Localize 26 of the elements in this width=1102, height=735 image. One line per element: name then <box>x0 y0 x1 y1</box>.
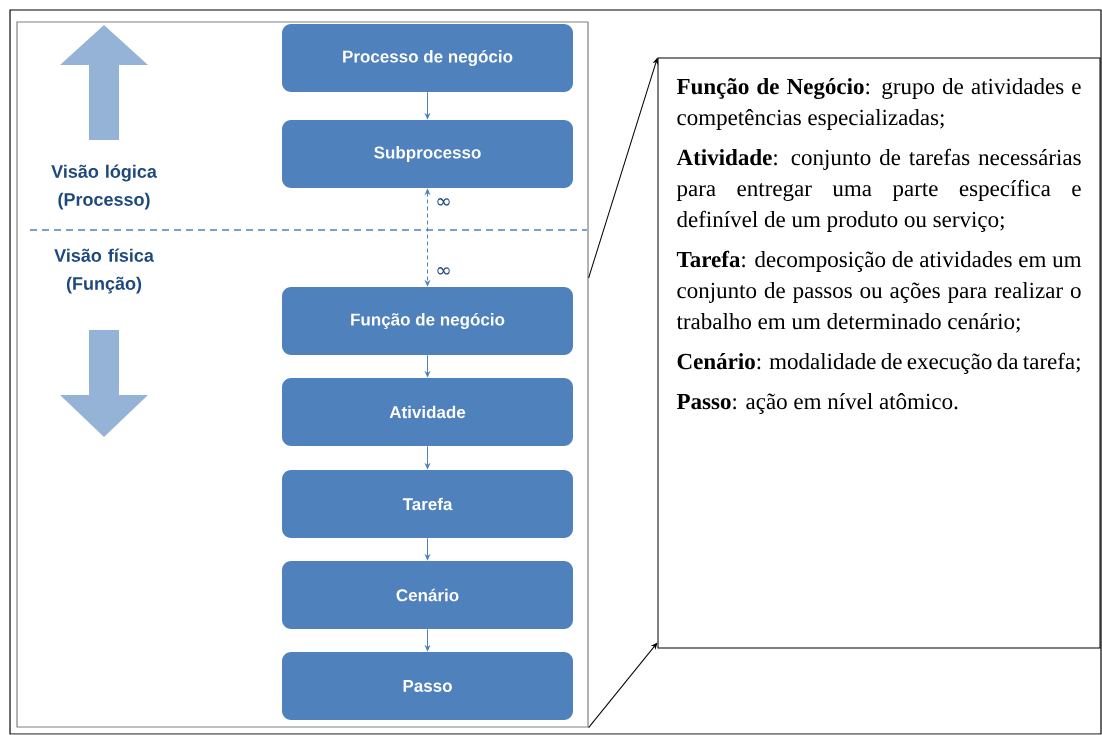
view-label: Visão física (Função) <box>54 248 154 294</box>
process-box: Função de negócio <box>282 287 573 355</box>
view-label: Visão lógica (Processo) <box>51 164 157 210</box>
process-box: Atividade <box>282 378 573 446</box>
arrow <box>425 354 430 377</box>
arrow <box>425 91 430 119</box>
arrow <box>588 642 658 729</box>
definition-text: Função de Negócio: grupo de atividades e competências especializadas; <box>676 78 1081 130</box>
arrow <box>425 628 430 651</box>
arrow <box>425 537 430 560</box>
arrow <box>425 445 430 469</box>
process-box: Passo <box>282 652 573 720</box>
definition-box <box>657 57 1101 649</box>
process-box: Cenário <box>282 561 573 629</box>
definition-text: Passo: ação em nível atômico. <box>676 393 958 414</box>
arrow <box>588 58 659 279</box>
definition-text: Atividade: conjunto de tarefas necessárias para entregar uma parte específica e definível de um produto ou serviço; <box>676 148 1081 232</box>
definition-text: Cenário: modalidade de execução da tarefa; <box>677 352 1080 374</box>
process-box: Tarefa <box>282 470 573 538</box>
multiplicity-label: ∞ <box>437 198 450 206</box>
process-box: Subprocesso <box>282 120 573 188</box>
panel-frame <box>16 21 589 728</box>
multiplicity-label: ∞ <box>437 267 450 275</box>
definition-text: Tarefa: decomposição de atividades em um conjunto de passos ou ações para realizar o trabalho em um determinado cenário; <box>676 250 1082 333</box>
process-box: Processo de negócio <box>282 24 573 92</box>
arrow <box>425 188 430 286</box>
